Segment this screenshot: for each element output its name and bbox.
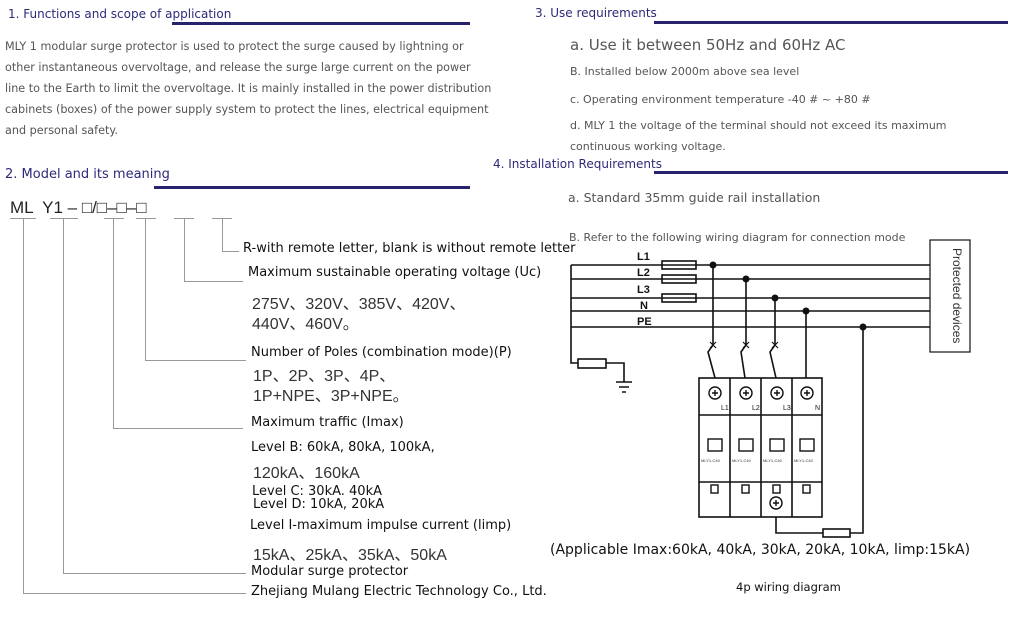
section-1-title: 1. Functions and scope of application <box>8 7 232 21</box>
section-2-divider <box>154 186 470 189</box>
module-model: MLY1-C40 <box>701 458 721 463</box>
uc-values: 275V、320V、385V、420V、 <box>252 296 466 313</box>
company-label: Zhejiang Mulang Electric Technology Co.,… <box>251 584 547 599</box>
module-label: L3 <box>783 405 791 412</box>
line-label-l1: L1 <box>637 251 650 263</box>
line-label-l2: L2 <box>637 267 650 279</box>
section-1-line: and personal safety. <box>5 124 118 137</box>
req-d-cont: continuous working voltage. <box>570 140 726 153</box>
remote-letter-label: R-with remote letter, blank is without r… <box>243 241 576 256</box>
screw-terminal-icons <box>707 386 815 510</box>
section-4-divider <box>654 171 1008 174</box>
poles-label: Number of Poles (combination mode)(P) <box>251 345 512 360</box>
imax-label: Maximum traffic (Imax) <box>251 415 404 430</box>
section-1-line: cabinets (boxes) of the power supply sys… <box>5 103 489 116</box>
req-a: a. Use it between 50Hz and 60Hz AC <box>570 36 846 54</box>
level-i-label: Level I-maximum impulse current (limp) <box>250 518 512 533</box>
module-label: N <box>815 405 820 412</box>
section-1-line: line to the Earth to limit the overvolta… <box>5 82 492 95</box>
section-1-divider <box>172 22 470 25</box>
ground-icon <box>616 381 632 393</box>
level-b-values: 120kA、160kA <box>253 465 360 482</box>
section-3-divider <box>654 21 1008 24</box>
earth-wire <box>570 265 625 382</box>
pe-wire <box>775 327 864 534</box>
section-2-title: 2. Model and its meaning <box>5 167 170 182</box>
pe-terminal <box>822 528 851 538</box>
protected-devices-label: Protected devices <box>950 248 964 343</box>
req-b: B. Installed below 2000m above sea level <box>570 65 800 78</box>
section-4-title: 4. Installation Requirements <box>493 157 662 171</box>
module-model: MLY1-C40 <box>794 458 814 463</box>
uc-label: Maximum sustainable operating voltage (U… <box>248 265 542 280</box>
level-b: Level B: 60kA, 80kA, 100kA, <box>251 440 435 455</box>
module-model: MLY1-C40 <box>732 458 752 463</box>
install-b: B. Refer to the following wiring diagram… <box>569 231 906 244</box>
module-model: MLY1-C40 <box>763 458 783 463</box>
fuse-l1 <box>661 260 697 270</box>
breaker-crosses <box>709 341 779 349</box>
line-label-l3: L3 <box>637 284 650 296</box>
fuse-l2 <box>661 274 697 284</box>
bus-lines <box>571 264 930 328</box>
module-label: L2 <box>752 405 760 412</box>
poles-values: 1P+NPE、3P+NPE。 <box>253 388 409 405</box>
modular-label: Modular surge protector <box>251 564 409 579</box>
section-3-title: 3. Use requirements <box>535 6 657 20</box>
level-d: Level D: 10kA, 20kA <box>253 497 385 512</box>
diagram-caption: 4p wiring diagram <box>736 580 841 594</box>
req-c: c. Operating environment temperature -40… <box>570 93 871 106</box>
install-a: a. Standard 35mm guide rail installation <box>568 190 821 205</box>
req-d: d. MLY 1 the voltage of the terminal sho… <box>570 119 947 132</box>
line-label-pe: PE <box>637 316 652 328</box>
module-label: L1 <box>721 405 729 412</box>
level-i-values: 15kA、25kA、35kA、50kA <box>253 547 447 564</box>
poles-values: 1P、2P、3P、4P、 <box>253 368 396 385</box>
line-label-n: N <box>640 300 648 312</box>
section-1-line: other instantaneous overvoltage, and rel… <box>5 61 471 74</box>
fuse-l3 <box>661 293 697 303</box>
level-c: Level C: 30kA. 40kA <box>252 484 382 499</box>
section-1-line: MLY 1 modular surge protector is used to… <box>5 40 464 53</box>
applicable-note: (Applicable Imax:60kA, 40kA, 30kA, 20kA,… <box>550 542 971 558</box>
breaker-wires <box>707 265 807 379</box>
protected-devices-box <box>929 239 971 353</box>
earth-terminal <box>577 358 607 369</box>
model-code: ML Y1 – □/□–□–□ <box>10 198 147 217</box>
uc-values: 440V、460V。 <box>252 316 359 333</box>
